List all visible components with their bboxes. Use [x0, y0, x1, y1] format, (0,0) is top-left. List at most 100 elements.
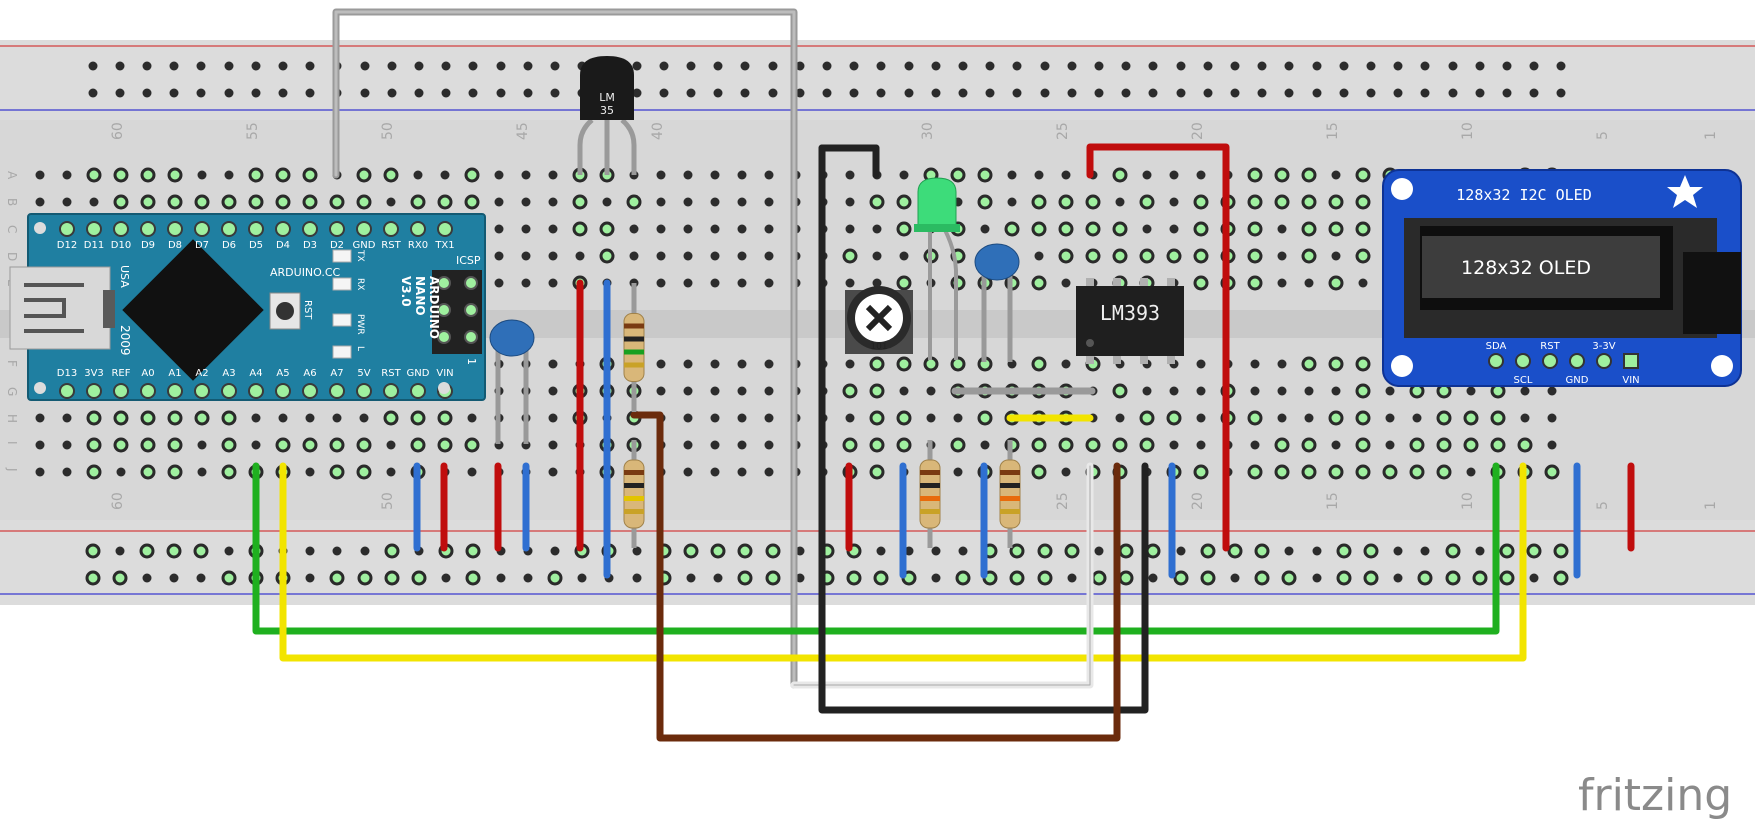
- arduino-top-pin-label: D10: [111, 240, 131, 251]
- arduino-bottom-pin-label: RST: [381, 368, 401, 379]
- arduino-top-pin: [411, 222, 425, 236]
- row-label: G: [5, 387, 19, 396]
- status-led: [333, 314, 351, 326]
- arduino-top-pin-label: D8: [168, 240, 182, 251]
- oled-pin-label: VIN: [1622, 375, 1639, 386]
- arduino-bottom-pin: [222, 384, 236, 398]
- oled-pin-label: 3-3V: [1592, 341, 1615, 352]
- bottom-column-label: 10: [1460, 492, 1476, 510]
- arduino-bottom-pin: [249, 384, 263, 398]
- column-label: 15: [1325, 122, 1341, 140]
- column-label: 40: [650, 122, 666, 140]
- arduino-top-pin: [141, 222, 155, 236]
- arduino-top-pin-label: RX0: [408, 240, 428, 251]
- trimmer-potentiometer: 101: [845, 286, 913, 354]
- oled-title: 128x32 I2C OLED: [1456, 186, 1591, 204]
- column-label: 25: [1055, 122, 1071, 140]
- column-label: 10: [1460, 122, 1476, 140]
- arduino-bottom-pin-label: A7: [330, 368, 343, 379]
- arduino-model-line: ARDUINO: [427, 276, 441, 339]
- arduino-bottom-pin: [87, 384, 101, 398]
- oled-pin-label: SDA: [1486, 341, 1507, 352]
- row-label: C: [5, 225, 19, 233]
- arduino-top-pin-label: D9: [141, 240, 155, 251]
- arduino-top-pin-label: D3: [303, 240, 317, 251]
- usb-connector: [10, 267, 110, 349]
- arduino-top-pin-label: D4: [276, 240, 290, 251]
- arduino-bottom-pin-label: A0: [141, 368, 154, 379]
- column-label: 1: [1703, 131, 1719, 140]
- arduino-top-pin: [384, 222, 398, 236]
- status-led-label: L: [355, 346, 365, 351]
- arduino-usa: USA: [118, 265, 131, 288]
- arduino-top-pin: [222, 222, 236, 236]
- oled-display: 128x32 I2C OLED 128x32 OLED SDA RST 3-3V SC…: [1383, 170, 1741, 386]
- arduino-top-pin-label: D6: [222, 240, 236, 251]
- arduino-bottom-pin: [195, 384, 209, 398]
- bottom-column-label: 60: [110, 492, 126, 510]
- arduino-bottom-pin: [303, 384, 317, 398]
- arduino-top-pin-label: D12: [57, 240, 77, 251]
- lm393-comparator: LM393: [1076, 278, 1184, 364]
- arduino-bottom-pin-label: A3: [222, 368, 235, 379]
- arduino-nano: D12D11D10D9D8D7D6D5D4D3D2GNDRSTRX0TX1D13…: [10, 214, 485, 400]
- status-led: [333, 346, 351, 358]
- arduino-brand: ARDUINO.CC: [270, 266, 341, 279]
- arduino-bottom-pin: [384, 384, 398, 398]
- row-label: I: [5, 441, 19, 445]
- status-led-label: TX: [355, 249, 365, 262]
- column-label: 45: [515, 122, 531, 140]
- row-label: H: [5, 414, 19, 423]
- status-led: [333, 278, 351, 290]
- arduino-bottom-pin-label: A1: [168, 368, 181, 379]
- status-led-label: PWR: [355, 314, 365, 335]
- arduino-top-pin-label: D7: [195, 240, 209, 251]
- status-led-label: RX: [355, 278, 365, 290]
- icsp-pin1-label: 1: [465, 358, 478, 365]
- icsp-label: ICSP: [456, 254, 481, 267]
- arduino-bottom-pin: [276, 384, 290, 398]
- row-label: F: [5, 360, 19, 367]
- reset-label: RST: [302, 300, 313, 320]
- bottom-column-label: 1: [1703, 501, 1719, 510]
- arduino-top-pin: [195, 222, 209, 236]
- arduino-top-pin: [330, 222, 344, 236]
- arduino-top-pin-label: D5: [249, 240, 263, 251]
- arduino-top-pin: [357, 222, 371, 236]
- bottom-column-label: 25: [1055, 492, 1071, 510]
- arduino-bottom-pin-label: VIN: [436, 368, 453, 379]
- status-led: [333, 250, 351, 262]
- arduino-bottom-pin-label: A4: [249, 368, 262, 379]
- oled-pin-label: RST: [1540, 341, 1560, 352]
- column-label: 55: [245, 122, 261, 140]
- oled-pin-label: GND: [1566, 375, 1589, 386]
- arduino-bottom-pin-label: 5V: [357, 368, 370, 379]
- arduino-top-pin-label: TX1: [434, 240, 454, 251]
- lm35-line1: LM: [599, 91, 615, 104]
- arduino-bottom-pin-label: 3V3: [84, 368, 104, 379]
- arduino-top-pin: [87, 222, 101, 236]
- arduino-top-pin-label: RST: [381, 240, 401, 251]
- column-label: 30: [920, 122, 936, 140]
- fritzing-logo: fritzing: [1578, 770, 1732, 819]
- arduino-bottom-pin: [357, 384, 371, 398]
- arduino-bottom-pin: [168, 384, 182, 398]
- oled-pin-label: SCL: [1514, 375, 1533, 386]
- column-label: 5: [1595, 131, 1611, 140]
- column-label: 20: [1190, 122, 1206, 140]
- arduino-top-pin: [276, 222, 290, 236]
- bottom-column-label: 15: [1325, 492, 1341, 510]
- arduino-top-pin: [249, 222, 263, 236]
- oled-screen-text: 128x32 OLED: [1461, 257, 1591, 279]
- arduino-bottom-pin: [141, 384, 155, 398]
- arduino-bottom-pin-label: A2: [195, 368, 208, 379]
- arduino-bottom-pin-label: GND: [407, 368, 430, 379]
- arduino-bottom-pin: [330, 384, 344, 398]
- arduino-top-pin-label: D11: [84, 240, 104, 251]
- row-label: B: [5, 198, 19, 206]
- arduino-bottom-pin-label: A6: [303, 368, 316, 379]
- row-label: D: [5, 252, 19, 261]
- arduino-bottom-pin-label: D13: [57, 368, 77, 379]
- arduino-top-pin-label: D2: [330, 240, 344, 251]
- arduino-bottom-pin: [60, 384, 74, 398]
